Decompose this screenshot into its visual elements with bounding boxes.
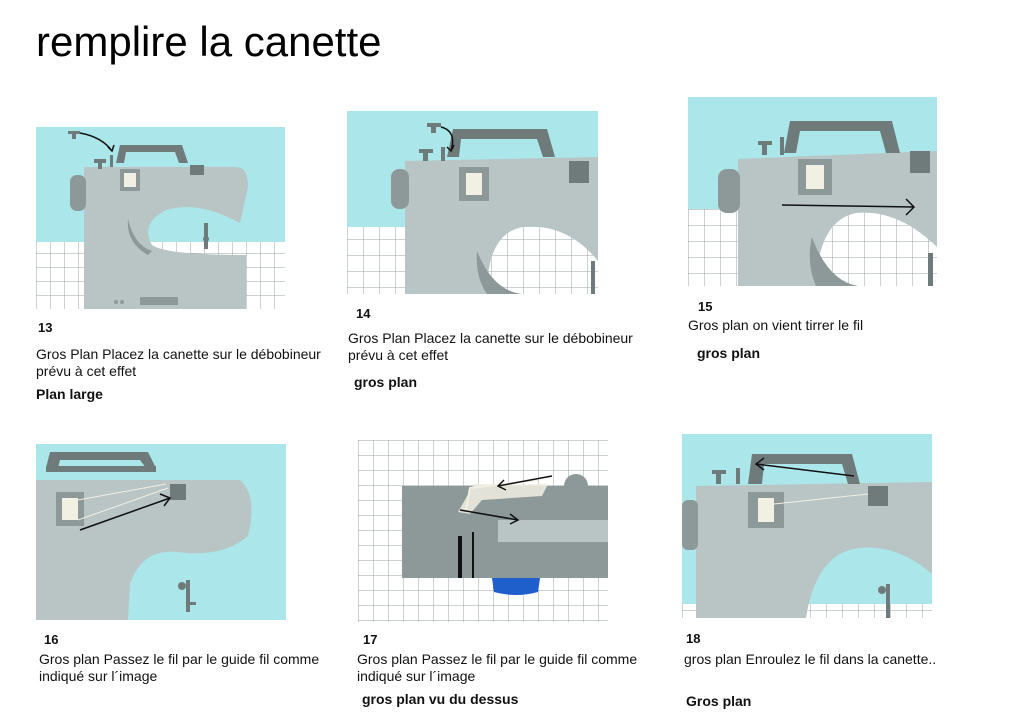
storyboard-frame-14 — [347, 111, 598, 294]
frame-description-16: Gros plan Passez le fil par le guide fil… — [39, 651, 320, 684]
sewing-machine-closeup-illustration — [347, 111, 598, 294]
frame-number-15: 15 — [698, 299, 713, 314]
frame-number-16: 16 — [44, 632, 59, 647]
shot-type-14: gros plan — [354, 374, 418, 390]
bobbin-winding-illustration — [682, 434, 932, 618]
shot-type-18: Gros plan — [686, 693, 752, 709]
frame-description-13: Gros Plan Placez la canette sur le débob… — [36, 346, 321, 379]
storyboard-frame-13 — [36, 127, 285, 309]
frame-description-15: Gros plan on vient tirrer le fil — [688, 317, 864, 333]
storyboard-frame-16 — [36, 444, 286, 620]
storyboard-frame-18 — [682, 434, 932, 618]
page-title: remplire la canette — [36, 18, 382, 65]
shot-type-13: Plan large — [36, 386, 103, 402]
storyboard-frame-17 — [358, 440, 608, 622]
frame-description-18: gros plan Enroulez le fil dans la canett… — [684, 651, 937, 667]
frame-description-17: Gros plan Passez le fil par le guide fil… — [357, 651, 638, 684]
frame-number-17: 17 — [363, 632, 378, 647]
sewing-machine-wide-illustration — [36, 127, 285, 309]
top-view-illustration — [358, 440, 608, 622]
thread-guide-illustration — [36, 444, 286, 620]
shot-type-17: gros plan vu du dessus — [362, 691, 519, 707]
shot-type-15: gros plan — [697, 345, 761, 361]
frame-number-14: 14 — [356, 306, 371, 321]
frame-description-14: Gros Plan Placez la canette sur le débob… — [348, 330, 633, 363]
frame-number-13: 13 — [38, 320, 53, 335]
frame-number-18: 18 — [686, 631, 701, 646]
sewing-machine-thread-pull-illustration — [688, 97, 937, 286]
storyboard-frame-15 — [688, 97, 937, 286]
